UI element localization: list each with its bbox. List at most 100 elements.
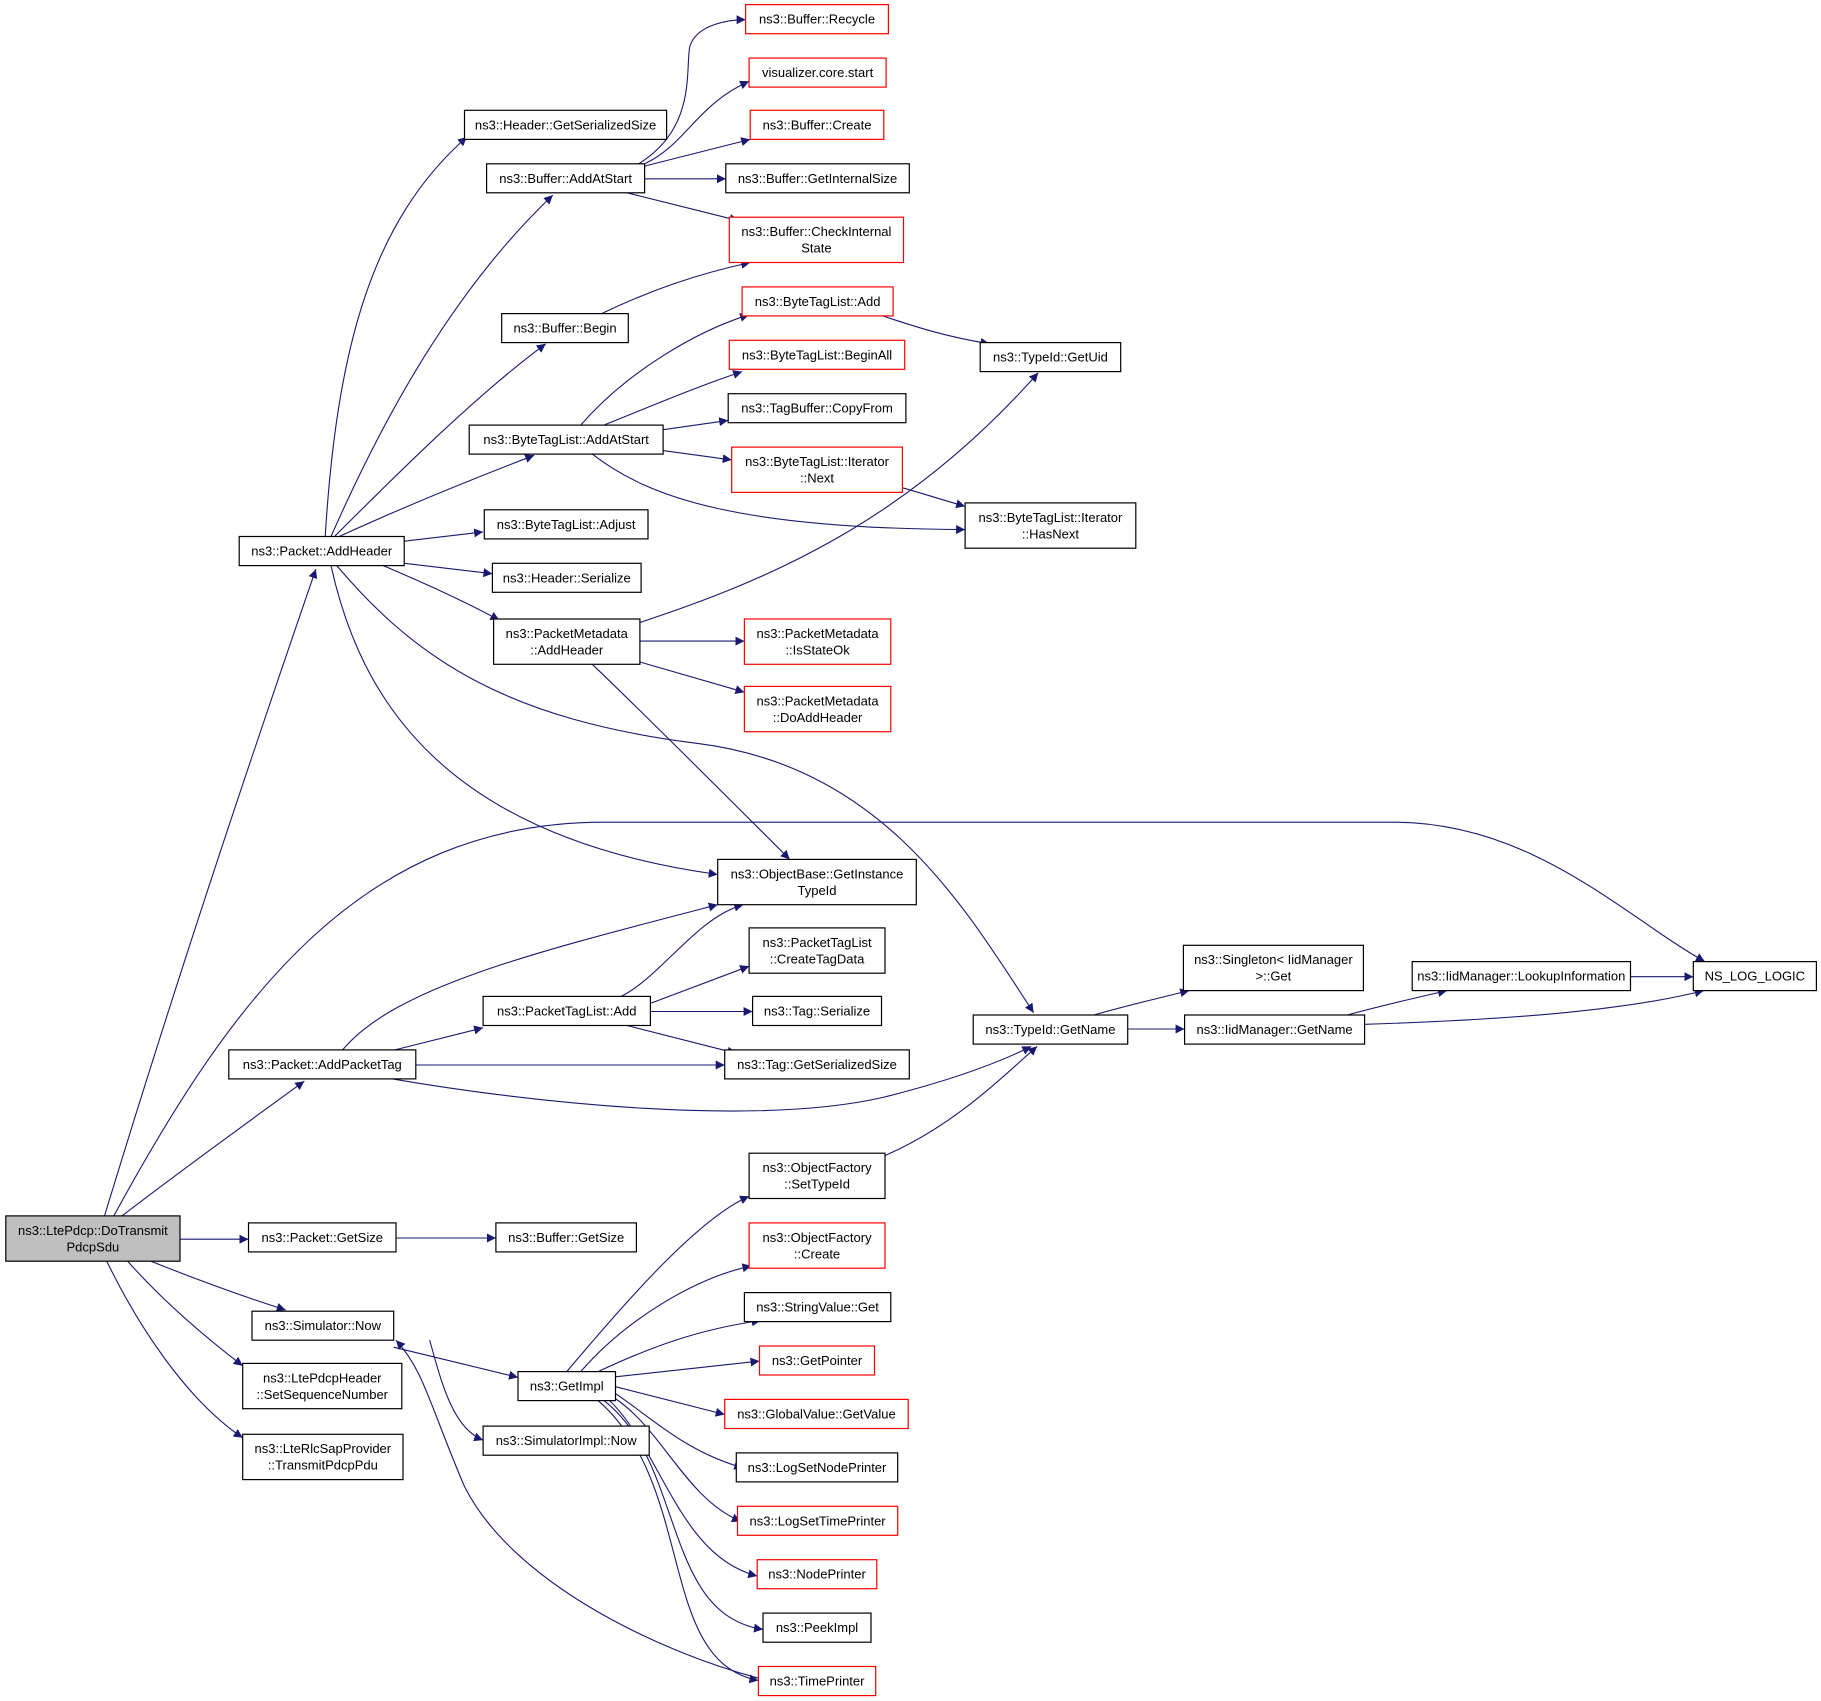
node-addPacketTag[interactable]: ns3::Packet::AddPacketTag [228, 1049, 417, 1080]
node-logNode[interactable]: ns3::LogSetNodePrinter [735, 1452, 899, 1483]
node-label-btlAdd: ns3::ByteTagList::Add [755, 294, 881, 309]
node-btlBeginAll[interactable]: ns3::ByteTagList::BeginAll [728, 339, 906, 370]
node-label-logNode: ns3::LogSetNodePrinter [748, 1460, 887, 1475]
node-bufAddAtStart[interactable]: ns3::Buffer::AddAtStart [486, 163, 646, 194]
node-box-ofSetTypeId [748, 1152, 886, 1200]
node-getPointer[interactable]: ns3::GetPointer [758, 1345, 876, 1376]
node-label-simNow: ns3::Simulator::Now [265, 1318, 382, 1333]
call-edge-addHeader-to-hdrGetSerSize [324, 136, 468, 537]
node-label-getPointer: ns3::GetPointer [772, 1353, 863, 1368]
node-btlIterNext[interactable]: ns3::ByteTagList::Iterator::Next [731, 446, 904, 494]
node-box-transmitPdu [242, 1433, 404, 1481]
node-nodePrinter[interactable]: ns3::NodePrinter [756, 1559, 878, 1590]
node-ofCreate[interactable]: ns3::ObjectFactory::Create [748, 1222, 886, 1269]
node-hdrGetSerSize[interactable]: ns3::Header::GetSerializedSize [463, 109, 668, 141]
node-btlAdjust[interactable]: ns3::ByteTagList::Adjust [483, 509, 649, 540]
node-box-vizStart [748, 57, 887, 88]
node-label-setSeq-2: ::SetSequenceNumber [256, 1387, 388, 1402]
node-pmIsStateOk[interactable]: ns3::PacketMetadata::IsStateOk [743, 618, 892, 665]
node-label-singletonGet-2: >::Get [1256, 969, 1292, 984]
call-edge-getImpl-to-logNode [615, 1393, 744, 1470]
call-edge-simNow-to-simImplNow [429, 1340, 484, 1442]
node-box-nodePrinter [756, 1559, 878, 1590]
node-pmAddHeader[interactable]: ns3::PacketMetadata::AddHeader [493, 618, 641, 665]
node-iidGetName[interactable]: ns3::IidManager::GetName [1183, 1014, 1366, 1045]
node-box-bufAddAtStart [486, 163, 646, 194]
call-edge-iidGetName-to-iidLookup [1347, 988, 1448, 1016]
node-label-bufBegin: ns3::Buffer::Begin [513, 321, 616, 336]
call-edge-getImpl-to-svGet [597, 1317, 761, 1373]
node-peekImpl[interactable]: ns3::PeekImpl [762, 1612, 872, 1643]
node-gvGetValue[interactable]: ns3::GlobalValue::GetValue [724, 1398, 909, 1430]
node-label-logTime: ns3::LogSetTimePrinter [750, 1513, 887, 1528]
node-addHeader[interactable]: ns3::Packet::AddHeader [238, 535, 405, 567]
node-pmDoAdd[interactable]: ns3::PacketMetadata::DoAddHeader [743, 685, 892, 733]
call-edge-addHeader-to-pmAddHeader [382, 565, 500, 621]
node-simImplNow[interactable]: ns3::SimulatorImpl::Now [482, 1425, 650, 1456]
call-edge-root-to-setSeq [127, 1260, 244, 1367]
node-bufGetSize[interactable]: ns3::Buffer::GetSize [495, 1222, 637, 1253]
node-box-bufGetInternal [725, 163, 910, 194]
node-label-iidLookup: ns3::IidManager::LookupInformation [1417, 969, 1625, 984]
node-label-pmDoAdd-1: ns3::PacketMetadata [757, 693, 880, 708]
call-edge-root-to-addPacketTag [121, 1080, 305, 1217]
node-bufCreate[interactable]: ns3::Buffer::Create [749, 109, 885, 141]
node-btlIterHasNext[interactable]: ns3::ByteTagList::Iterator::HasNext [964, 502, 1137, 549]
node-nsLog[interactable]: NS_LOG_LOGIC [1692, 960, 1818, 992]
node-bufRecycle[interactable]: ns3::Buffer::Recycle [744, 3, 889, 35]
node-label-bufCheck-1: ns3::Buffer::CheckInternal [741, 224, 891, 239]
node-simNow[interactable]: ns3::Simulator::Now [251, 1310, 395, 1341]
node-bufBegin[interactable]: ns3::Buffer::Begin [501, 313, 629, 344]
node-label-obGetInst-2: TypeId [797, 883, 836, 898]
node-hdrSerialize[interactable]: ns3::Header::Serialize [491, 562, 642, 593]
node-label-ofCreate-1: ns3::ObjectFactory [762, 1230, 872, 1245]
node-box-btlAdjust [483, 509, 649, 540]
node-label-tidGetUid: ns3::TypeId::GetUid [993, 350, 1108, 365]
node-box-addPacketTag [228, 1049, 417, 1080]
node-logTime[interactable]: ns3::LogSetTimePrinter [736, 1505, 899, 1536]
call-edges [103, 15, 1706, 1684]
node-svGet[interactable]: ns3::StringValue::Get [743, 1291, 892, 1323]
node-tagGetSer[interactable]: ns3::Tag::GetSerializedSize [724, 1049, 910, 1080]
node-box-pmAddHeader [493, 618, 641, 665]
node-box-ofCreate [748, 1222, 886, 1269]
node-getImpl[interactable]: ns3::GetImpl [517, 1370, 617, 1402]
node-label-svGet: ns3::StringValue::Get [756, 1300, 879, 1315]
call-edge-getImpl-to-gvGetValue [615, 1386, 725, 1417]
node-ptlCreate[interactable]: ns3::PacketTagList::CreateTagData [748, 927, 886, 974]
node-box-iidGetName [1183, 1014, 1366, 1045]
node-tbCopyFrom[interactable]: ns3::TagBuffer::CopyFrom [727, 393, 907, 424]
node-label-bufRecycle: ns3::Buffer::Recycle [759, 12, 875, 27]
node-setSeq[interactable]: ns3::LtePdcpHeader::SetSequenceNumber [242, 1362, 403, 1410]
node-ofSetTypeId[interactable]: ns3::ObjectFactory::SetTypeId [748, 1152, 886, 1200]
node-tagSerialize[interactable]: ns3::Tag::Serialize [751, 995, 883, 1027]
node-label-btlIterHasNext-2: ::HasNext [1022, 526, 1079, 541]
call-edge-ptlAdd-to-tagGetSer [626, 1024, 737, 1056]
node-singletonGet[interactable]: ns3::Singleton< IidManager >::Get [1182, 944, 1365, 992]
node-box-svGet [743, 1291, 892, 1323]
node-btlAddAtStart[interactable]: ns3::ByteTagList::AddAtStart [468, 424, 664, 455]
node-label-simImplNow: ns3::SimulatorImpl::Now [496, 1433, 637, 1448]
node-transmitPdu[interactable]: ns3::LteRlcSapProvider::TransmitPdcpPdu [242, 1433, 404, 1481]
node-btlAdd[interactable]: ns3::ByteTagList::Add [741, 286, 894, 317]
call-edge-tidGetName-to-singletonGet [1093, 988, 1190, 1016]
node-label-timePrinter: ns3::TimePrinter [770, 1674, 866, 1689]
node-ptlAdd[interactable]: ns3::PacketTagList::Add [482, 995, 652, 1027]
node-tidGetUid[interactable]: ns3::TypeId::GetUid [979, 342, 1122, 373]
call-edge-addHeader-to-obGetInst [330, 565, 718, 878]
node-label-addPacketTag: ns3::Packet::AddPacketTag [243, 1057, 402, 1072]
node-box-tagGetSer [724, 1049, 910, 1080]
node-timePrinter[interactable]: ns3::TimePrinter [757, 1665, 877, 1697]
node-tidGetName[interactable]: ns3::TypeId::GetName [972, 1014, 1129, 1045]
node-vizStart[interactable]: visualizer.core.start [748, 57, 887, 88]
node-bufGetInternal[interactable]: ns3::Buffer::GetInternalSize [725, 163, 910, 194]
node-label-btlAddAtStart: ns3::ByteTagList::AddAtStart [483, 432, 649, 447]
node-label-btlIterNext-2: ::Next [800, 471, 834, 486]
node-iidLookup[interactable]: ns3::IidManager::LookupInformation [1411, 960, 1632, 992]
call-edge-simNow-to-getImpl [393, 1346, 519, 1380]
node-getSize[interactable]: ns3::Packet::GetSize [247, 1222, 397, 1253]
